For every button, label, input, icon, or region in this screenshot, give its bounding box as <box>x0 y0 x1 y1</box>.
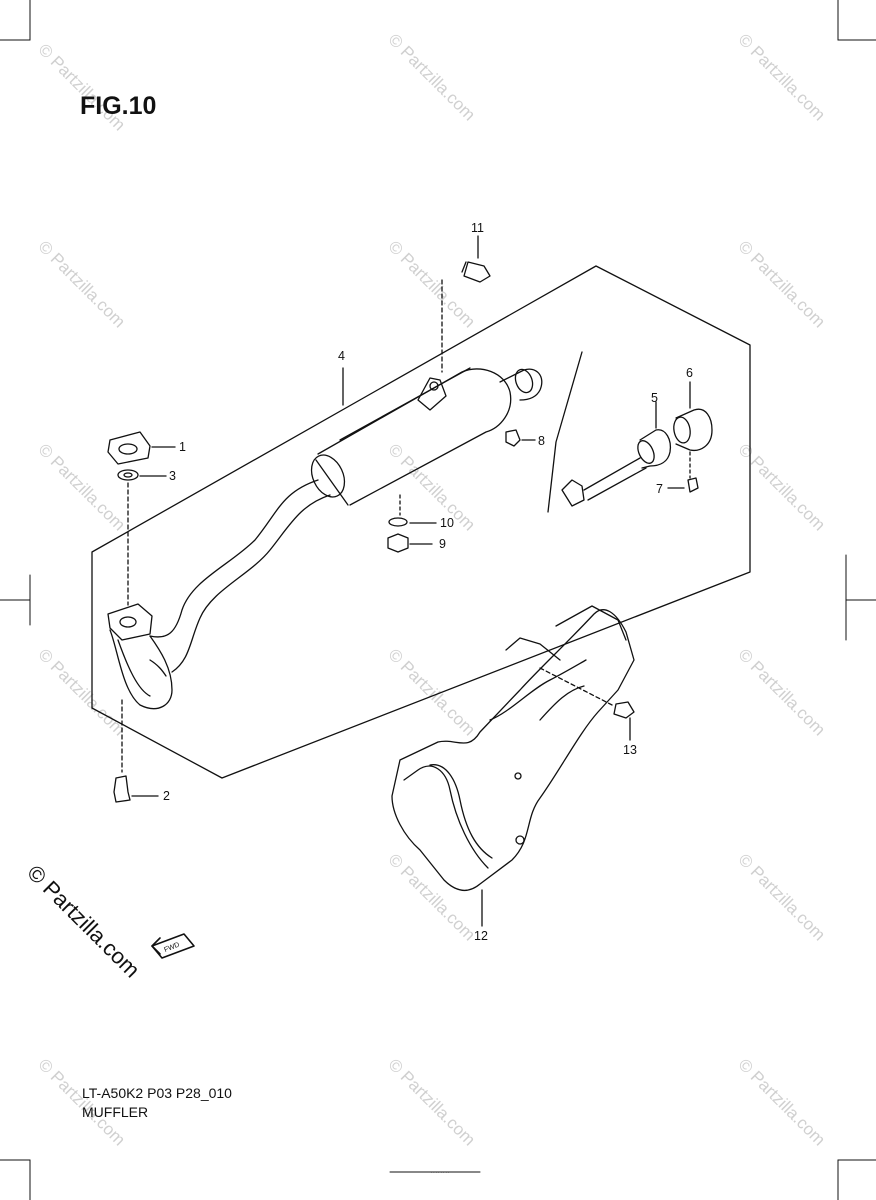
heat-shield-12 <box>391 605 635 891</box>
callout-3[interactable]: 3 <box>169 469 176 483</box>
spark-arrester-5 <box>561 429 672 507</box>
callout-1[interactable]: 1 <box>179 440 186 454</box>
washer-10 <box>388 517 408 527</box>
bolt-13 <box>613 701 635 719</box>
callout-10[interactable]: 10 <box>440 516 454 530</box>
exhaust-pipe <box>109 629 173 710</box>
washer-3 <box>117 469 139 481</box>
muffler-4 <box>310 367 543 506</box>
callout-13[interactable]: 13 <box>623 743 637 757</box>
figure-title: FIG.10 <box>80 92 157 120</box>
callout-9[interactable]: 9 <box>439 537 446 551</box>
bolt-2 <box>113 775 131 803</box>
section-name: MUFFLER <box>82 1104 149 1120</box>
callout-2[interactable]: 2 <box>163 789 170 803</box>
nut-9 <box>387 533 409 553</box>
bolt-7 <box>687 477 699 493</box>
callout-11[interactable]: 11 <box>471 221 484 235</box>
model-code: LT-A50K2 P03 P28_010 <box>82 1085 232 1101</box>
callout-5[interactable]: 5 <box>651 391 658 405</box>
fwd-arrow-icon <box>151 933 195 959</box>
callout-6[interactable]: 6 <box>686 366 693 380</box>
callout-12[interactable]: 12 <box>474 929 488 943</box>
callout-8[interactable]: 8 <box>538 434 545 448</box>
assembly-outline <box>91 265 751 779</box>
callout-7[interactable]: 7 <box>656 482 663 496</box>
callout-4[interactable]: 4 <box>338 349 345 363</box>
end-cap-6 <box>673 408 713 452</box>
bolt-11 <box>461 261 491 283</box>
bolt-8 <box>505 429 521 447</box>
footer-fine-print: · · · · · · · · <box>430 1170 450 1175</box>
gasket-1 <box>107 431 151 465</box>
